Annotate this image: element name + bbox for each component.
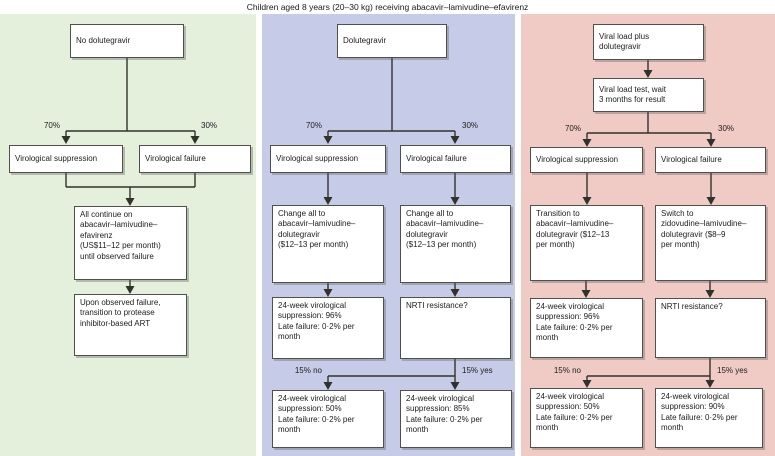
- branch-label-70pct: 70%: [305, 121, 322, 130]
- node-transition-abc-3tc-dtg: Transition to abacavir–lamivudine– dolut…: [530, 205, 643, 281]
- node-change-all-failed: Change all to abacavir–lamivudine– dolut…: [400, 205, 511, 283]
- node-label: Virological suppression: [276, 153, 359, 163]
- node-label: No dolutegravir: [76, 35, 131, 45]
- branch-label-70pct: 70%: [564, 124, 581, 133]
- node-virological-suppression: Virological suppression: [9, 145, 123, 173]
- node-viral-load-test: Viral load test, wait 3 months for resul…: [593, 78, 704, 112]
- branch-label-15pct-yes: 15% yes: [717, 366, 748, 375]
- node-result-90pct: 24-week virological suppression: 90% Lat…: [655, 388, 763, 448]
- branch-label-30pct: 30%: [462, 121, 479, 130]
- node-label: Viral load plus dolutegravir: [599, 31, 650, 51]
- branch-label-30pct: 30%: [201, 121, 218, 130]
- figure-title: Children aged 8 years (20–30 kg) receivi…: [246, 2, 529, 12]
- node-viral-load-plus-dolutegravir: Viral load plus dolutegravir: [593, 24, 704, 60]
- node-nrti-resistance: NRTI resistance?: [655, 298, 766, 358]
- node-label: Virological failure: [661, 154, 722, 164]
- node-switch-azt-3tc-dtg: Switch to zidovudine–lamivudine– doluteg…: [655, 205, 766, 281]
- branch-label-30pct: 30%: [718, 124, 735, 133]
- node-upon-observed-failure: Upon observed failure, transition to pro…: [74, 294, 187, 356]
- node-change-all-suppressed: Change all to abacavir–lamivudine– dolut…: [272, 205, 384, 283]
- branch-label-15pct-yes: 15% yes: [462, 366, 493, 375]
- node-label: Viral load test, wait 3 months for resul…: [599, 84, 666, 104]
- node-virological-failure: Virological failure: [655, 147, 766, 173]
- node-virological-failure: Virological failure: [400, 145, 511, 173]
- node-result-50pct: 24-week virological suppression: 50% Lat…: [272, 390, 384, 448]
- node-no-dolutegravir: No dolutegravir: [70, 24, 184, 58]
- branch-label-15pct-no: 15% no: [553, 366, 581, 375]
- node-all-continue: All continue on abacavir–lamivudine– efa…: [74, 206, 187, 280]
- node-result-50pct: 24-week virological suppression: 50% Lat…: [530, 388, 643, 448]
- node-result-96pct: 24-week virological suppression: 96% Lat…: [272, 297, 384, 359]
- node-label: Virological suppression: [536, 154, 619, 164]
- branch-label-70pct: 70%: [43, 121, 60, 130]
- node-result-85pct: 24-week virological suppression: 85% Lat…: [400, 390, 512, 448]
- branch-label-15pct-no: 15% no: [294, 366, 322, 375]
- node-label: Virological suppression: [15, 153, 98, 163]
- node-label: Dolutegravir: [343, 35, 387, 45]
- node-virological-failure: Virological failure: [139, 145, 251, 173]
- node-virological-suppression: Virological suppression: [530, 147, 643, 173]
- node-label: Virological failure: [145, 153, 206, 163]
- node-virological-suppression: Virological suppression: [270, 145, 386, 173]
- node-nrti-resistance: NRTI resistance?: [400, 297, 511, 359]
- node-dolutegravir: Dolutegravir: [337, 24, 447, 58]
- node-result-96pct: 24-week virological suppression: 96% Lat…: [530, 298, 643, 358]
- node-label: Virological failure: [406, 153, 467, 163]
